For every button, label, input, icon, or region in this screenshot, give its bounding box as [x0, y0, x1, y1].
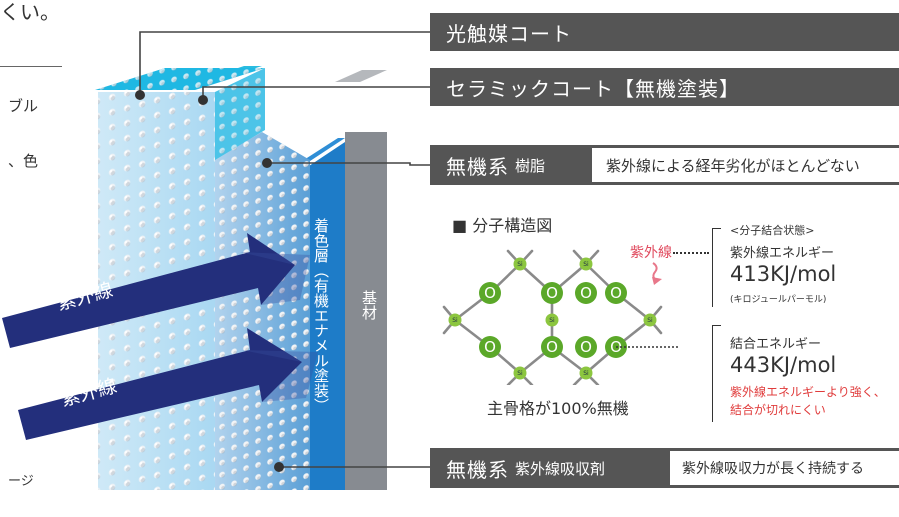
silicon-label: Si [647, 317, 653, 324]
silicon-label: Si [583, 370, 589, 377]
uv-energy-label: 紫外線エネルギー [730, 246, 835, 261]
silicon-atoms [448, 257, 657, 380]
uv-arrow-2 [18, 328, 302, 440]
uv-arrow-1-haze [240, 252, 310, 305]
oxygen-label: O [580, 284, 592, 302]
substrate-label: 基材 [360, 290, 378, 320]
ceramic-label: セラミックコート【無機塗装】 [446, 76, 740, 101]
photocatalyst-label: 光触媒コート [446, 21, 572, 46]
cutoff-text-top: くい。 [0, 0, 60, 24]
uv-arrow-1 [2, 233, 295, 348]
ceramic-bar: セラミックコート【無機塗装】 [430, 68, 899, 106]
uv-label: 紫外線 [630, 245, 672, 261]
molecule-title: ■ 分子構造図 [452, 216, 553, 235]
silicon-labels: Si Si Si Si Si Si Si [452, 261, 653, 377]
absorber-label: 無機系 [446, 457, 509, 482]
leader-photocatalyst [139, 31, 430, 95]
oxygen-label: O [580, 338, 592, 356]
uv-arrow-2-haze [242, 350, 318, 402]
bond-energy-label: 結合エネルギー [730, 337, 822, 352]
silicon-label: Si [517, 261, 523, 268]
resin-label: 無機系 [446, 154, 509, 179]
molecule-caption: 主骨格が100%無機 [487, 399, 629, 418]
bond-energy-bracket [712, 325, 721, 422]
oxygen-atoms [479, 282, 627, 358]
molecule-diagram: O O O O O O O O Si Si Si Si Si Si Si [442, 249, 680, 385]
colored-layer [300, 142, 345, 490]
photocatalyst-bar: 光触媒コート [430, 13, 899, 51]
colored-layer-label: 着色層（有機エナメル塗装） [312, 218, 330, 413]
cutoff-text-bottom: ージ [8, 474, 34, 489]
absorber-description: 紫外線吸収力が長く持続する [670, 451, 899, 485]
uv-energy-reading: (キロジュールパーモル) [730, 295, 827, 305]
cutoff-text-line2: 、色 [8, 152, 39, 170]
silicon-label: Si [583, 261, 589, 268]
oxygen-label: O [610, 284, 622, 302]
molecular-state-label: <分子結合状態> [730, 224, 815, 237]
uv-energy-value: 413KJ/mol [730, 262, 837, 286]
oxygen-label: O [484, 284, 496, 302]
silicon-label: Si [517, 370, 523, 377]
absorber-sublabel: 紫外線吸収剤 [515, 459, 606, 478]
oxygen-label: O [484, 338, 496, 356]
uv-label-leader [673, 252, 709, 254]
silicon-label: Si [549, 317, 555, 324]
silicon-label: Si [452, 317, 458, 324]
uv-energy-bracket [712, 228, 721, 307]
divider-line [0, 66, 62, 67]
substrate-top [335, 70, 387, 82]
bond-energy-note-1: 紫外線エネルギーより強く、 [730, 385, 886, 399]
resin-description: 紫外線による経年劣化がほとんどない [592, 148, 899, 182]
bond-energy-value: 443KJ/mol [730, 353, 837, 377]
resin-sublabel: 樹脂 [515, 156, 546, 175]
leader-resin [267, 162, 430, 166]
oxygen-label: O [546, 284, 558, 302]
colored-layer-top [296, 138, 345, 165]
cutoff-text-line1: ブル [8, 97, 39, 115]
bond-energy-note-2: 結合が切れにくい [730, 403, 826, 417]
oxygen-label: O [546, 338, 558, 356]
